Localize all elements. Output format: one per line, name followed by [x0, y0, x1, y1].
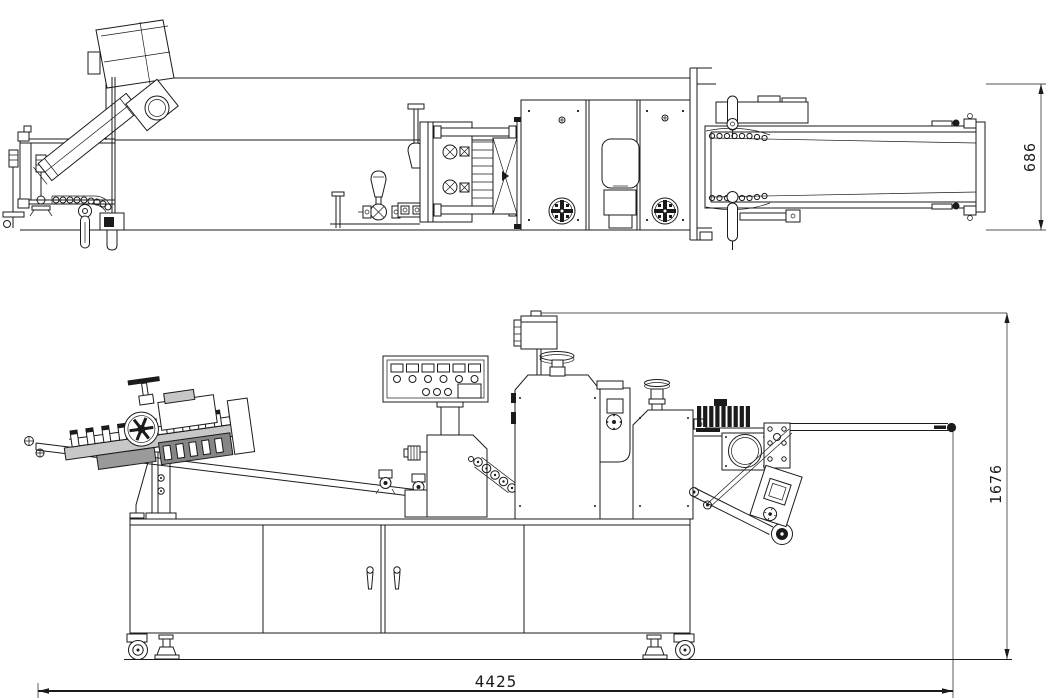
- plan-panel-housing: [520, 99, 691, 231]
- panel-indicator-windows: [390, 363, 481, 373]
- panel-display: [457, 383, 482, 399]
- ribbed-knob-right: [651, 197, 679, 225]
- ribbed-knob-left: [548, 197, 576, 225]
- pod-knob[interactable]: [606, 414, 622, 430]
- control-panel: [382, 355, 489, 435]
- hopper: [513, 310, 558, 375]
- conveyor-guide-levers: [726, 95, 739, 250]
- unit-handwheel[interactable]: [644, 379, 670, 411]
- leveling-foot-right: [642, 634, 668, 660]
- dimension-686: 686: [986, 83, 1046, 231]
- cutter-t-handle[interactable]: [127, 376, 163, 406]
- plan-valve-fittings: [331, 170, 425, 228]
- pod-window: [606, 398, 624, 414]
- bolt-plate: [763, 422, 791, 469]
- cutter-handwheel[interactable]: [122, 410, 160, 448]
- plan-swing-lever: [78, 204, 92, 249]
- plan-view: 686: [2, 19, 1046, 251]
- door-handle[interactable]: [366, 566, 374, 590]
- dim-label-4425: 4425: [475, 672, 518, 691]
- dimension-4425: 4425: [37, 432, 954, 698]
- caster-wheel-left: [126, 633, 148, 660]
- leveling-foot-left: [154, 634, 180, 660]
- tilted-bracket: [749, 464, 803, 528]
- plan-rod-bracket: [99, 77, 125, 251]
- conveyor-belt-frame: [704, 125, 984, 209]
- plan-tilted-hopper: [87, 19, 175, 89]
- sheeting-tower: [511, 310, 601, 520]
- panner-assembly: [689, 399, 957, 545]
- door-handle[interactable]: [393, 566, 401, 590]
- drum-plate: [721, 432, 769, 471]
- base-cabinet: [129, 518, 691, 659]
- plan-outfeed-conveyor: [704, 95, 986, 250]
- moulding-unit: [632, 379, 694, 520]
- takeoff-belt: [689, 487, 793, 545]
- elevation-view: 1676 4425: [24, 310, 1012, 698]
- guide-arm: [790, 422, 957, 433]
- plan-roller-block: [419, 117, 524, 229]
- dimension-1676: 1676: [541, 312, 1010, 659]
- tower-handwheel[interactable]: [539, 351, 575, 377]
- caster-wheel-right: [673, 633, 695, 660]
- panel-buttons[interactable]: [393, 375, 479, 396]
- cutter-assembly: [63, 376, 256, 471]
- plan-diagonal-roller: [33, 78, 179, 185]
- dim-label-686: 686: [1021, 142, 1039, 172]
- plan-roller-chain: [51, 195, 112, 213]
- panel-support-box: [403, 434, 488, 518]
- belt-clamp: [375, 469, 396, 495]
- tower-side-pod: [596, 380, 631, 463]
- dim-label-1676: 1676: [987, 464, 1005, 504]
- docker-pin-rollers: [697, 399, 750, 427]
- plan-junction-frame: [689, 67, 716, 241]
- support-strut: [706, 428, 793, 508]
